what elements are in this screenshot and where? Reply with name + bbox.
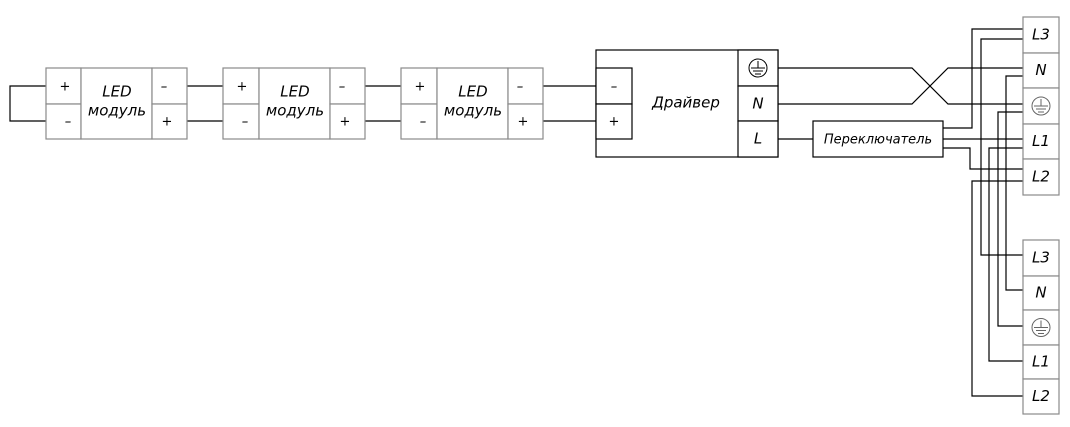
terminal-label: N xyxy=(1035,284,1046,302)
minus-terminal: – xyxy=(242,115,249,130)
led-module-1: + – LED модуль – + xyxy=(45,67,188,140)
module-title: LED xyxy=(458,83,487,101)
minus-terminal: – xyxy=(517,80,524,95)
plus-terminal: + xyxy=(60,80,71,95)
terminal-label: L3 xyxy=(1032,26,1050,44)
wires xyxy=(9,28,1023,397)
terminal-cell xyxy=(1022,123,1060,160)
driver-plus: + xyxy=(609,115,620,130)
switch-l3-wire xyxy=(943,28,1023,129)
module-title: LED xyxy=(280,83,309,101)
terminal-label: L1 xyxy=(1032,132,1050,150)
plus-terminal: + xyxy=(415,80,426,95)
terminal-cell xyxy=(1022,344,1060,380)
led-module-2: + – LED модуль – + xyxy=(222,67,366,140)
plus-terminal: + xyxy=(340,115,351,130)
bridge-n xyxy=(1005,75,1023,291)
driver-terminal-l: L xyxy=(754,130,762,148)
switch-title: Переключатель xyxy=(824,133,932,148)
loop-wire xyxy=(9,85,46,122)
driver-title: Драйвер xyxy=(651,94,720,112)
led-module-3: + – LED модуль – + xyxy=(400,67,544,140)
minus-terminal: – xyxy=(161,80,168,95)
terminal-cell xyxy=(1022,158,1060,196)
driver-minus: – xyxy=(611,80,618,95)
terminal-cell xyxy=(1022,52,1060,89)
switch: Переключатель xyxy=(812,120,944,158)
module-subtitle: модуль xyxy=(444,102,502,120)
ground-icon xyxy=(1031,96,1051,116)
bridge-l3 xyxy=(980,38,1023,256)
terminal-cell xyxy=(1022,275,1060,311)
bridge-ground xyxy=(997,111,1023,327)
driver-terminal-n: N xyxy=(752,95,763,113)
terminal-cell xyxy=(1022,378,1060,415)
terminal-cell xyxy=(1022,16,1060,54)
plus-terminal: + xyxy=(237,80,248,95)
bridge-l2 xyxy=(971,180,1023,397)
plus-terminal: + xyxy=(162,115,173,130)
ground-icon xyxy=(1031,318,1051,337)
terminal-label: L1 xyxy=(1032,353,1050,371)
terminal-label: L2 xyxy=(1032,387,1050,405)
module-subtitle: модуль xyxy=(266,102,324,120)
minus-terminal: – xyxy=(65,115,72,130)
bridge-l1 xyxy=(988,147,1023,362)
ground-icon xyxy=(748,58,768,78)
switch-l2-wire xyxy=(943,147,1023,170)
plus-terminal: + xyxy=(518,115,529,130)
terminal-label: L2 xyxy=(1032,168,1050,186)
minus-terminal: – xyxy=(339,80,346,95)
ground-wire xyxy=(778,67,1023,105)
terminal-label: L3 xyxy=(1032,249,1050,267)
driver: – + Драйвер N L xyxy=(595,49,779,158)
terminal-label: N xyxy=(1035,61,1046,79)
module-subtitle: модуль xyxy=(88,102,146,120)
module-title: LED xyxy=(102,83,131,101)
neutral-wire xyxy=(778,67,1023,105)
minus-terminal: – xyxy=(420,115,427,130)
